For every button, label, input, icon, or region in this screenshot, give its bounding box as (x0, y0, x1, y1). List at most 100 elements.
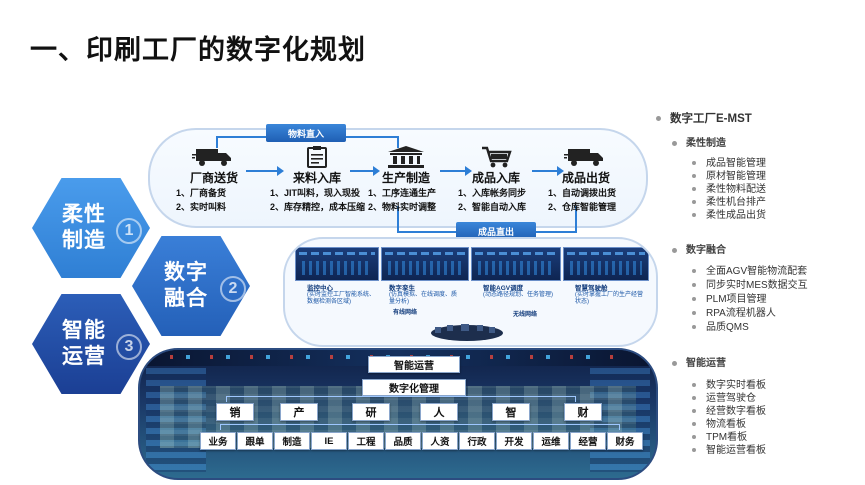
twin-screen (381, 247, 469, 281)
item-ie: IE (311, 432, 347, 450)
outline-item: 物流看板 (692, 415, 746, 430)
hex-flexible-manufacturing: 柔性 制造 1 (32, 178, 150, 278)
outline-item: 柔性机台排产 (692, 193, 766, 208)
stage-item: 1、入库帐务同步 (458, 188, 527, 198)
group-sales: 销 (216, 403, 254, 421)
stage-item: 2、库存精控，成本压缩 (270, 202, 366, 212)
outline-item: 经营数字看板 (692, 402, 766, 417)
outline-item: 智能运营看板 (692, 441, 766, 456)
group-hr: 人 (420, 403, 458, 421)
stage-incoming-storage: 来料入库 1、JIT叫料，现入现投 2、库存精控，成本压缩 (262, 146, 372, 214)
stage-name: 厂商送货 (189, 171, 238, 185)
wireless-network-label: 无线网络 (513, 312, 538, 318)
bullet-icon (692, 200, 696, 205)
bullet-icon (656, 116, 661, 122)
bullet-icon (692, 297, 696, 302)
hex-label: 智能 (62, 319, 106, 342)
item-quality: 品质 (385, 432, 421, 450)
stage-item: 2、物料实时调整 (368, 202, 437, 212)
item-business: 业务 (200, 432, 236, 450)
flow-arrow (440, 166, 472, 176)
item-development: 开发 (496, 432, 532, 450)
bullet-icon (692, 213, 696, 218)
connector-line (575, 206, 577, 233)
truck-icon (563, 146, 608, 168)
bullet-icon (692, 383, 696, 388)
bullet-icon (692, 283, 696, 288)
dashboard-side-panel (146, 368, 206, 472)
network-cloud-icon (431, 324, 503, 341)
stage-item: 1、厂商备货 (176, 188, 227, 198)
hex-label: 运营 (62, 345, 106, 368)
slide-title: 一、印刷工厂的数字化规划 (30, 35, 366, 65)
monitor-screen (295, 247, 379, 281)
item-ops-maintenance: 运维 (533, 432, 569, 450)
outline-item: 柔性成品出货 (692, 206, 766, 221)
stage-item: 1、自动调拨出货 (548, 188, 617, 198)
hex-number: 2 (220, 276, 246, 302)
operations-dashboard-panel: 智能运营 数字化管理 销 产 研 人 智 财 业务 跟单 制造 IE 工程 品质… (138, 348, 658, 480)
stage-supplier-delivery: 厂商送货 1、厂商备货 2、实时叫料 (168, 146, 260, 214)
stage-finished-storage: 成品入库 1、入库帐务同步 2、智能自动入库 (450, 146, 542, 214)
outline-title: 数字工厂E-MST (656, 110, 752, 126)
item-hr: 人资 (422, 432, 458, 450)
connector-line (397, 206, 399, 232)
wired-network-label: 有线网络 (393, 310, 418, 316)
logistics-flow-panel: 物料直入 成品直出 厂商送货 1、厂商备货 2、实时叫料 来料入库 1、JIT叫… (148, 124, 648, 240)
factory-icon (384, 146, 428, 168)
stage-finished-shipping: 成品出货 1、自动调拨出货 2、仓库智能管理 (540, 146, 632, 214)
cart-icon (474, 146, 518, 168)
outline-item: 柔性物料配送 (692, 180, 766, 195)
item-order-tracking: 跟单 (237, 432, 273, 450)
callout-agv-dispatch: 智能AGV调度 (动态路径规划、任务管理) (483, 285, 553, 298)
truck-icon (191, 146, 236, 168)
hex-digital-fusion: 数字 融合 2 (132, 236, 250, 336)
bullet-icon (692, 422, 696, 427)
hex-label: 融合 (164, 287, 208, 310)
outline-item: 数字实时看板 (692, 376, 766, 391)
outline-item: RPA流程机器人 (692, 304, 776, 319)
item-management: 经营 (570, 432, 606, 450)
hex-number: 3 (116, 334, 142, 360)
stage-item: 2、实时叫料 (176, 202, 227, 212)
outline-item: TPM看板 (692, 428, 747, 443)
stage-item: 1、JIT叫料，现入现投 (270, 188, 361, 198)
bullet-icon (672, 247, 677, 253)
group-production: 产 (280, 403, 318, 421)
flow-arrow (532, 166, 564, 176)
outline-item: 成品智能管理 (692, 154, 766, 169)
bullet-icon (692, 435, 696, 440)
bullet-icon (692, 448, 696, 453)
outline-item: PLM项目管理 (692, 290, 767, 305)
connector-line (536, 231, 576, 233)
bullet-icon (692, 269, 696, 274)
item-bracket (220, 424, 620, 430)
hex-label: 制造 (62, 229, 106, 252)
bullet-icon (692, 409, 696, 414)
item-engineering: 工程 (348, 432, 384, 450)
flow-arrow (246, 166, 284, 176)
material-direct-in-box: 物料直入 (266, 124, 346, 142)
cockpit-screen (563, 247, 649, 281)
bullet-icon (692, 311, 696, 316)
hex-label: 柔性 (62, 203, 106, 226)
group-bracket (226, 396, 576, 402)
outline-item: 全面AGV智能物流配套 (692, 262, 807, 277)
finished-direct-out-box: 成品直出 (456, 222, 536, 240)
bullet-icon (692, 187, 696, 192)
stage-item: 2、智能自动入库 (458, 202, 527, 212)
outline-item: 运营驾驶仓 (692, 389, 756, 404)
stage-item: 1、工序连通生产 (368, 188, 437, 198)
stage-production: 生产制造 1、工序连通生产 2、物料实时调整 (360, 146, 452, 214)
hex-label: 数字 (164, 261, 208, 284)
agv-screen (471, 247, 561, 281)
item-admin: 行政 (459, 432, 495, 450)
connector-line (397, 231, 457, 233)
digital-management-box: 数字化管理 (362, 379, 466, 396)
bullet-icon (692, 325, 696, 330)
bullet-icon (692, 161, 696, 166)
outline-item: 品质QMS (692, 318, 749, 333)
connector-line (346, 136, 398, 138)
item-finance: 财务 (607, 432, 643, 450)
group-finance: 财 (564, 403, 602, 421)
